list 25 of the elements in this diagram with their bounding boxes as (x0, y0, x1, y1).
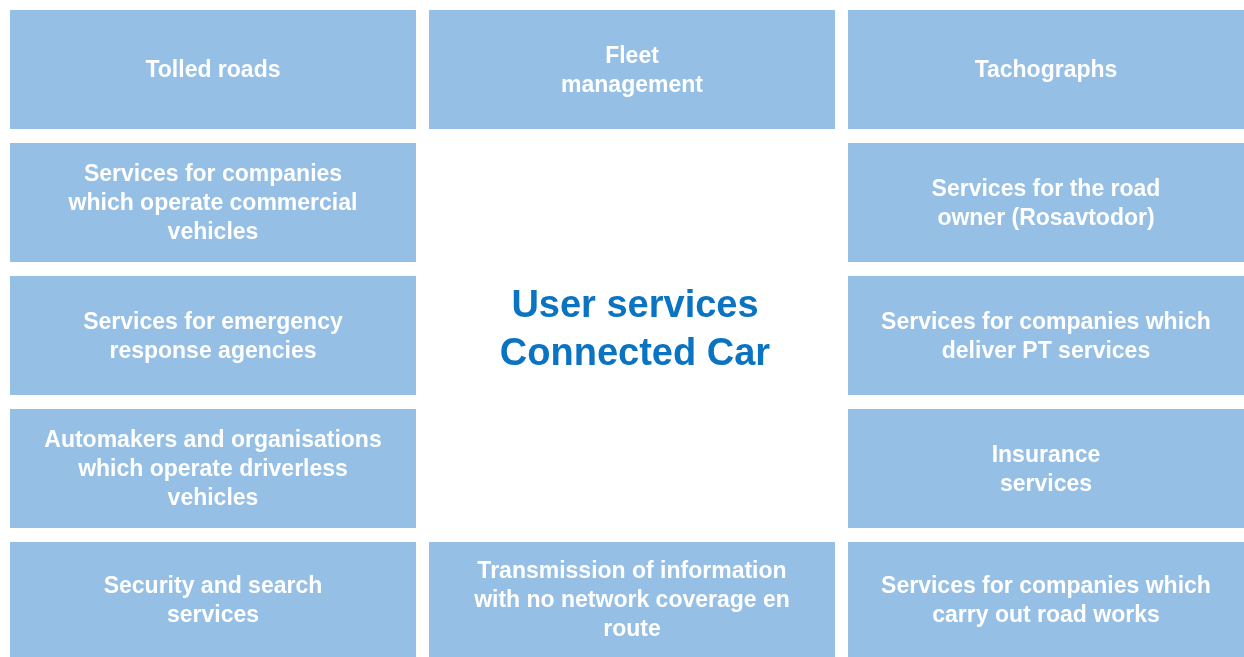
box-label: Fleet management (560, 40, 704, 99)
service-box (10, 409, 416, 528)
service-box (10, 10, 416, 129)
box-label: Services for companies which operate commercial vehicles (67, 159, 359, 246)
box-label: Automakers and organisations which operate driverless vehicles (43, 425, 383, 512)
box-label: Security and search services (102, 570, 324, 629)
box-label: Services for the road owner (Rosavtodor) (930, 173, 1162, 232)
service-box (848, 143, 1244, 262)
box-label: Tolled roads (145, 55, 281, 84)
service-box (848, 542, 1244, 657)
box-label: Services for companies which carry out road works (880, 570, 1212, 629)
box-label: Services for emergency response agencies (83, 306, 343, 365)
service-box (10, 143, 416, 262)
service-box (429, 10, 835, 129)
box-label: Tachographs (974, 55, 1118, 84)
center-title: User services Connected Car (498, 282, 772, 375)
service-box (848, 276, 1244, 395)
service-box (10, 542, 416, 657)
service-box (429, 542, 835, 657)
service-box (848, 10, 1244, 129)
box-label: Insurance services (990, 439, 1102, 498)
service-box (848, 409, 1244, 528)
service-box (10, 276, 416, 395)
box-label: Services for companies which deliver PT services (880, 306, 1212, 365)
box-label: Transmission of information with no network coverage en route (473, 556, 791, 643)
